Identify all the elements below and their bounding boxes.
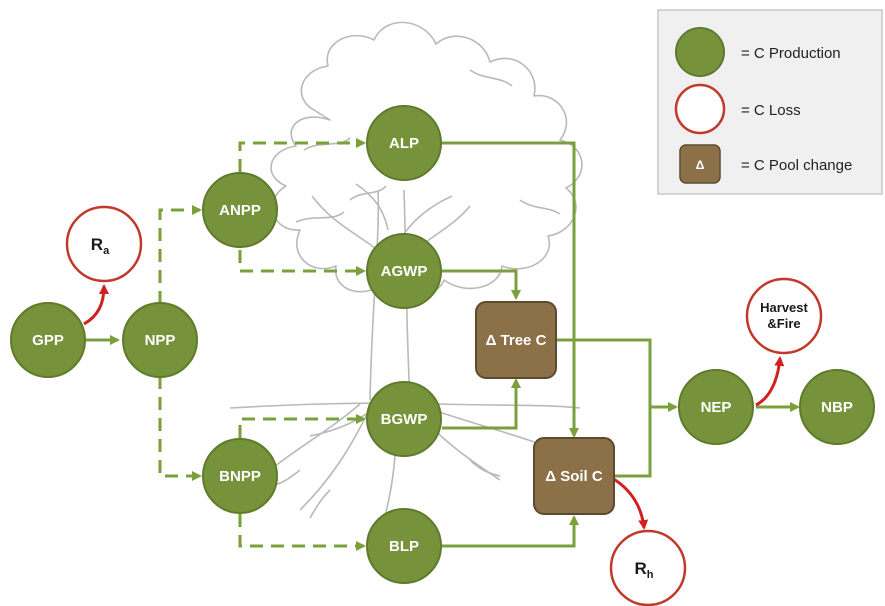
arrow-bnpp-to-bgwp: [238, 414, 366, 438]
node-rh-subscript: h: [647, 569, 654, 581]
node-alp: ALP: [366, 105, 442, 181]
node-anpp: ANPP: [202, 172, 278, 248]
node-nep-label: NEP: [701, 399, 732, 416]
loss-nodes: Ra Rh Harvest &Fire: [65, 205, 823, 606]
node-rh: Rh: [609, 529, 687, 606]
node-agwp: AGWP: [366, 233, 442, 309]
arrow-gpp-to-ra: [83, 284, 109, 326]
node-harvest-label-line1: Harvest: [760, 300, 808, 315]
node-gpp: GPP: [10, 302, 86, 378]
node-bnpp: BNPP: [202, 438, 278, 514]
node-ra-subscript: a: [103, 245, 110, 257]
node-npp: NPP: [122, 302, 198, 378]
svg-text:Ra: Ra: [91, 235, 110, 257]
pool-soil-label: Δ Soil C: [545, 468, 603, 485]
flow-arrows: [86, 141, 800, 548]
arrow-npp-to-bnpp: [158, 376, 202, 481]
legend-production-swatch: [675, 27, 725, 77]
arrow-anpp-to-alp: [238, 138, 366, 172]
node-rh-label: R: [634, 559, 646, 578]
node-harvest-label-line2: &Fire: [767, 316, 800, 331]
legend-pool-swatch: [679, 144, 721, 184]
legend-pool-label: = C Pool change: [741, 157, 852, 174]
node-bgwp: BGWP: [366, 381, 442, 457]
allocation-arrows: [158, 138, 366, 551]
legend-pool-symbol: Δ: [696, 158, 705, 172]
svg-text:Rh: Rh: [634, 559, 653, 581]
node-nbp: NBP: [799, 369, 875, 445]
node-ra-label: R: [91, 235, 103, 254]
arrow-soil-to-rh: [611, 476, 649, 530]
node-bnpp-label: BNPP: [219, 468, 261, 485]
loss-arrows: [83, 284, 785, 530]
arrow-blp-to-soil: [442, 515, 579, 548]
pool-tree-label: Δ Tree C: [486, 332, 547, 349]
legend-production-label: = C Production: [741, 45, 841, 62]
legend-loss-swatch: [674, 83, 726, 135]
arrow-bnpp-to-blp: [238, 514, 366, 551]
arrow-npp-to-anpp: [158, 205, 202, 304]
arrow-agwp-to-tree: [442, 269, 521, 300]
node-agwp-label: AGWP: [381, 263, 428, 280]
arrow-soil-to-nep: [614, 402, 678, 478]
pool-tree: Δ Tree C: [475, 301, 557, 379]
production-nodes: GPP NPP ANPP BNPP ALP AGWP BGWP BLP: [10, 105, 875, 584]
pool-soil: Δ Soil C: [533, 437, 615, 515]
node-blp: BLP: [366, 508, 442, 584]
node-npp-label: NPP: [145, 332, 176, 349]
node-harvest-fire: Harvest &Fire: [745, 277, 823, 355]
node-bgwp-label: BGWP: [381, 411, 428, 428]
arrow-anpp-to-agwp: [238, 250, 366, 276]
arrow-alp-to-soil: [442, 141, 579, 438]
pool-change-boxes: Δ Tree C Δ Soil C: [475, 301, 615, 515]
node-gpp-label: GPP: [32, 332, 64, 349]
node-alp-label: ALP: [389, 135, 419, 152]
node-nbp-label: NBP: [821, 399, 853, 416]
node-nep: NEP: [678, 369, 754, 445]
legend: = C Production = C Loss Δ = C Pool chang…: [657, 9, 883, 195]
arrow-tree-to-nep: [556, 338, 652, 407]
arrow-nep-to-harvest: [755, 356, 785, 407]
arrow-bgwp-to-tree: [442, 378, 521, 430]
node-ra: Ra: [65, 205, 143, 283]
legend-loss-label: = C Loss: [741, 102, 801, 119]
node-blp-label: BLP: [389, 538, 419, 555]
node-anpp-label: ANPP: [219, 202, 261, 219]
